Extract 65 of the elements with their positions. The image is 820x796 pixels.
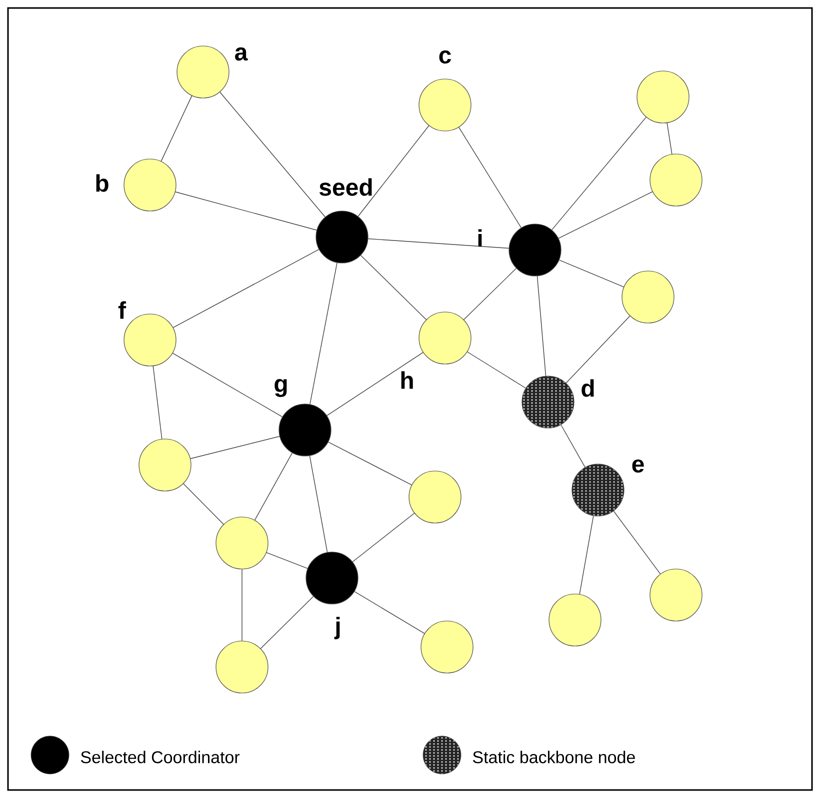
coordinator-node [306,552,358,604]
network-node [622,270,674,324]
node-label: seed [320,178,372,196]
coordinator-node [508,224,562,276]
connection-line [579,516,594,594]
node-label: c [439,50,451,64]
coordinator-node [316,210,368,264]
network-node [138,438,192,492]
connection-line [566,316,630,384]
connection-line [536,276,546,376]
connection-line [666,122,672,154]
node-label: b [96,174,108,192]
connection-line [310,262,338,405]
connection-line [328,442,412,486]
connection-line [326,352,424,416]
connection-line [558,260,624,288]
node-label: g [274,379,287,397]
node-label: e [632,459,644,473]
backbone-node [522,376,574,428]
connection-line [183,483,224,525]
connection-line [152,366,162,440]
connection-line [466,352,526,388]
connection-line [172,249,320,328]
connection-line [552,116,646,230]
network-node [176,46,230,98]
network-node [636,70,690,124]
connection-line [220,92,326,218]
connection-line [558,191,653,239]
network-node [408,470,462,524]
connection-line [172,352,283,418]
node-label: j [334,616,340,640]
legend-label: Static backbone node [472,750,635,764]
coordinator-node [278,404,332,456]
connection-line [260,596,314,649]
network-node [650,154,702,206]
connection-line [352,512,415,562]
node-label: i [478,229,482,247]
connection-line [560,424,586,468]
connection-line [613,510,661,574]
node-label: f [118,301,126,319]
legend-label: Selected Coordinator [80,750,240,764]
connection-line [368,238,510,249]
network-node [124,158,176,212]
connection-line [360,255,427,320]
connection-line [358,125,430,217]
connection-line [458,127,522,228]
backbone-node [572,464,624,516]
network-node [420,620,474,674]
connection-line [463,268,517,320]
node-label: d [582,379,594,397]
network-node [418,312,472,364]
connection-line [190,436,280,459]
node-label: a [235,47,248,61]
node-label: h [401,371,413,389]
network-node [548,594,602,646]
connection-line [160,95,192,162]
connection-line [354,591,425,634]
network-node [216,640,268,694]
connection-line [175,192,317,230]
network-node [216,516,268,570]
network-node [418,78,472,132]
connection-line [254,452,293,520]
connection-line [309,456,328,552]
connection-line [266,552,308,569]
network-node [650,568,702,622]
